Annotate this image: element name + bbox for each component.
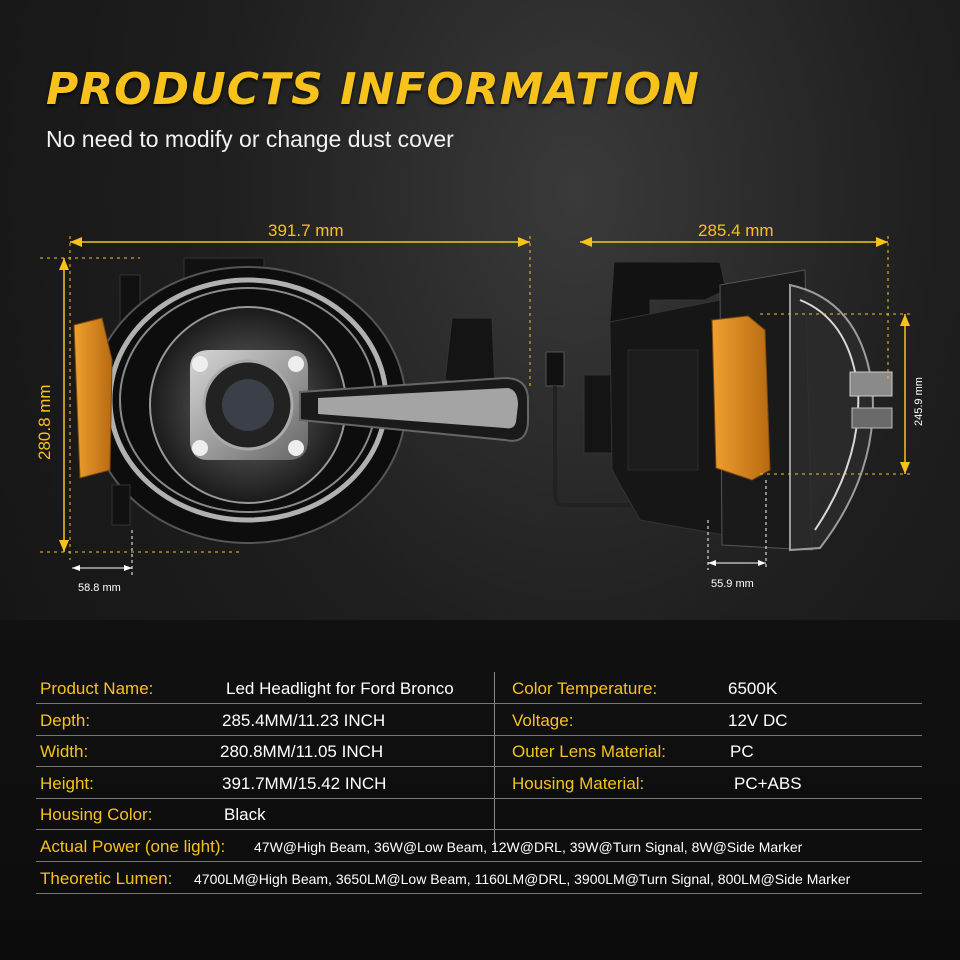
- side-amber-dimension: 55.9 mm: [707, 480, 767, 590]
- specifications-table: Product Name: Led Headlight for Ford Bro…: [0, 620, 960, 960]
- spec-value: PC: [730, 742, 754, 761]
- side-height-label: 245.9 mm: [913, 377, 925, 426]
- spec-label: Theoretic Lumen:: [40, 869, 173, 888]
- headlight-dimension-diagram: 391.7 mm 280.8 mm 58.8 mm: [35, 221, 925, 594]
- spec-label: Housing Material:: [512, 774, 645, 793]
- spec-label: Height:: [40, 774, 94, 793]
- front-amber-label: 58.8 mm: [78, 582, 121, 594]
- spec-label: Color Temperature:: [512, 679, 658, 698]
- spec-row-lumen: Theoretic Lumen: 4700LM@High Beam, 3650L…: [36, 862, 922, 894]
- side-amber-label: 55.9 mm: [711, 578, 754, 590]
- spec-value: 4700LM@High Beam, 3650LM@Low Beam, 1160L…: [194, 871, 851, 887]
- spec-row-power: Actual Power (one light): 47W@High Beam,…: [36, 830, 922, 862]
- front-view-headlight: [73, 257, 529, 544]
- spec-value: 12V DC: [728, 711, 788, 730]
- spec-value: 285.4MM/11.23 INCH: [222, 711, 386, 730]
- spec-value: PC+ABS: [734, 774, 802, 793]
- side-height-dimension: 245.9 mm: [760, 313, 925, 475]
- spec-row: Depth: 285.4MM/11.23 INCH Voltage: 12V D…: [36, 704, 922, 736]
- spec-label: Depth:: [40, 711, 91, 730]
- spec-value: 47W@High Beam, 36W@Low Beam, 12W@DRL, 39…: [254, 839, 803, 855]
- front-width-dimension: 391.7 mm: [69, 221, 531, 560]
- front-width-label: 391.7 mm: [268, 221, 344, 240]
- page-subtitle: No need to modify or change dust cover: [46, 126, 454, 152]
- spec-label: Width:: [40, 742, 89, 761]
- front-amber-dimension: 58.8 mm: [72, 530, 133, 594]
- spec-value: 280.8MM/11.05 INCH: [220, 742, 384, 761]
- spec-label: Voltage:: [512, 711, 574, 730]
- spec-label: Product Name:: [40, 679, 154, 698]
- spec-value: 391.7MM/15.42 INCH: [222, 774, 387, 793]
- side-width-dimension: 285.4 mm: [580, 221, 889, 380]
- spec-value: 6500K: [728, 679, 778, 698]
- spec-label: Housing Color:: [40, 805, 153, 824]
- spec-value: Led Headlight for Ford Bronco: [226, 679, 454, 698]
- spec-value: Black: [224, 805, 266, 824]
- page-title: PRODUCTS INFORMATION: [46, 64, 700, 115]
- spec-row: Product Name: Led Headlight for Ford Bro…: [36, 672, 922, 704]
- spec-row: Width: 280.8MM/11.05 INCH Outer Lens Mat…: [36, 735, 922, 767]
- spec-label: Outer Lens Material:: [512, 742, 667, 761]
- side-view-headlight: [545, 261, 893, 552]
- side-width-label: 285.4 mm: [698, 221, 774, 240]
- front-height-label: 280.8 mm: [35, 384, 54, 460]
- spec-row: Height: 391.7MM/15.42 INCH Housing Mater…: [36, 767, 922, 799]
- column-divider: [494, 672, 495, 849]
- spec-label: Actual Power (one light):: [40, 837, 226, 856]
- front-height-dimension: 280.8 mm: [35, 257, 240, 553]
- spec-row: Housing Color: Black: [36, 798, 922, 830]
